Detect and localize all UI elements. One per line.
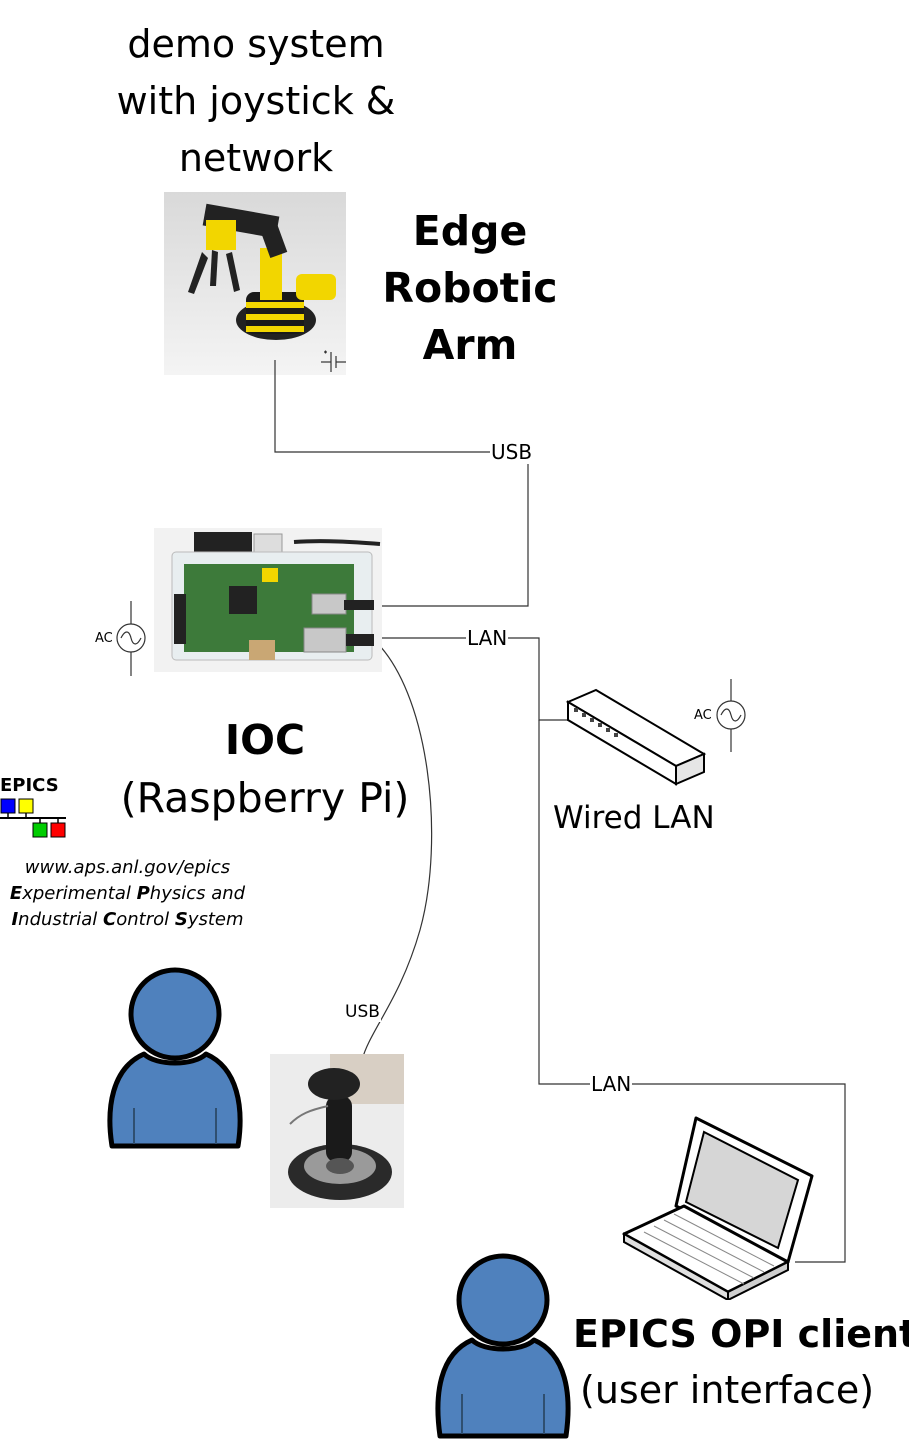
robot-arm-title-line-2: Robotic (382, 264, 558, 312)
title-line-3: network (178, 136, 334, 180)
title-line-2: with joystick & (116, 79, 396, 123)
epics-logo: EPICS (0, 776, 70, 846)
dc-symbol (321, 350, 346, 372)
lan-laptop-label: LAN (590, 1072, 633, 1096)
client-subtitle: (user interface) (580, 1368, 875, 1412)
title-line-1: demo system (127, 22, 385, 66)
robot-arm-title: Edge Robotic Arm (370, 203, 570, 374)
lan-pi-wire (372, 637, 568, 721)
lan-laptop-wire (538, 720, 846, 1263)
raspberry-pi-image (154, 528, 382, 672)
client-title: EPICS OPI client (573, 1312, 909, 1356)
ac-switch-label: AC (694, 708, 712, 723)
robot-arm-image (164, 192, 346, 375)
robot-arm-title-line-1: Edge (412, 207, 528, 255)
person-icon-user (432, 1244, 574, 1442)
ac-switch-symbol (716, 679, 746, 752)
ioc-title: IOC (224, 716, 306, 764)
person-icon-operator (104, 958, 246, 1156)
epics-url: www.aps.anl.gov/epics (24, 857, 231, 878)
diagram-title: demo system with joystick & network (96, 16, 416, 187)
epics-line-3: Industrial Control System (11, 909, 244, 930)
epics-logo-text: EPICS (0, 775, 59, 796)
epics-line-2: Experimental Physics and (9, 883, 246, 904)
network-switch-icon (560, 688, 710, 788)
wired-lan-label: Wired LAN (553, 800, 715, 836)
usb-arm-label: USB (490, 440, 534, 464)
ac-pi-label: AC (95, 631, 113, 646)
usb-joystick-label: USB (344, 1002, 381, 1022)
ac-pi-symbol (116, 601, 146, 676)
usb-joystick-wire (361, 637, 433, 1061)
epics-description: www.aps.anl.gov/epics Experimental Physi… (0, 855, 255, 933)
robot-arm-title-line-3: Arm (422, 321, 518, 369)
joystick-image (270, 1054, 404, 1208)
ioc-subtitle: (Raspberry Pi) (120, 774, 410, 822)
lan-pi-label: LAN (466, 626, 509, 650)
laptop-icon (620, 1110, 820, 1302)
